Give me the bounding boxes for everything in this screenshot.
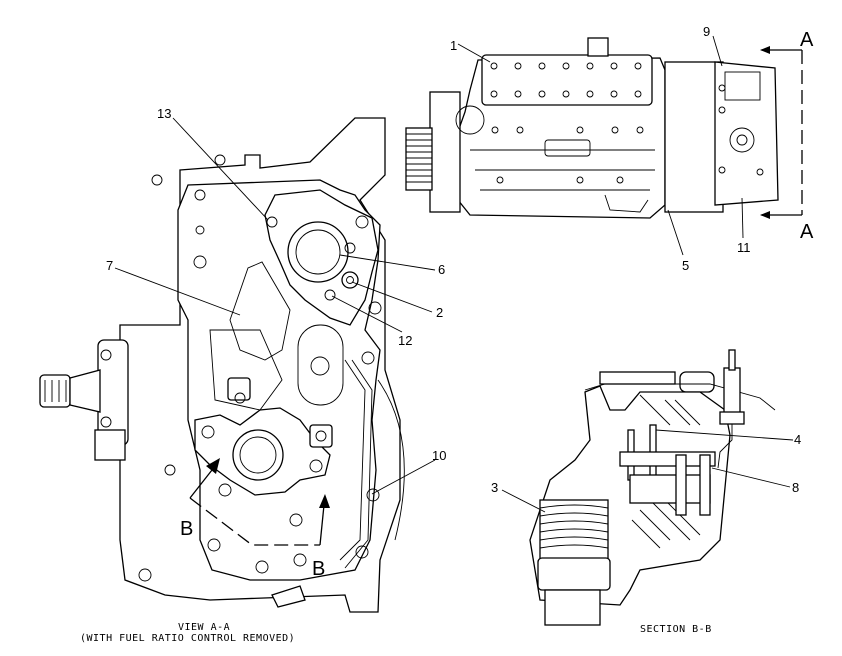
callout-9: 9	[703, 24, 710, 39]
callout-1: 1	[450, 38, 457, 53]
view-a-a-note: (WITH FUEL RATIO CONTROL REMOVED)	[80, 633, 295, 644]
callout-13: 13	[157, 106, 171, 121]
callout-3: 3	[491, 480, 498, 495]
pump-side-view	[405, 37, 779, 219]
section-b-b	[529, 349, 776, 626]
callout-5: 5	[682, 258, 689, 273]
view-a-a	[39, 117, 405, 613]
callout-2: 2	[436, 305, 443, 320]
captions: VIEW A-A (WITH FUEL RATIO CONTROL REMOVE…	[80, 622, 712, 644]
section-line-a: A A	[760, 29, 814, 243]
marker-b-right: B	[312, 558, 325, 580]
callout-7: 7	[106, 258, 113, 273]
callout-labels: 1 9 5 11 13 6 2 12 7 10 3 4 8	[106, 24, 801, 495]
marker-a-top: A	[800, 29, 814, 51]
leader-lines	[114, 35, 794, 513]
marker-b-left: B	[180, 518, 193, 540]
section-line-b: B B	[180, 458, 330, 580]
callout-11: 11	[737, 240, 751, 255]
view-a-a-title: VIEW A-A	[178, 622, 230, 633]
marker-a-bottom: A	[800, 221, 814, 243]
section-b-b-title: SECTION B-B	[640, 624, 712, 635]
callout-10: 10	[432, 448, 446, 463]
callout-12: 12	[398, 333, 412, 348]
callout-6: 6	[438, 262, 445, 277]
callout-4: 4	[794, 432, 801, 447]
callout-8: 8	[792, 480, 799, 495]
